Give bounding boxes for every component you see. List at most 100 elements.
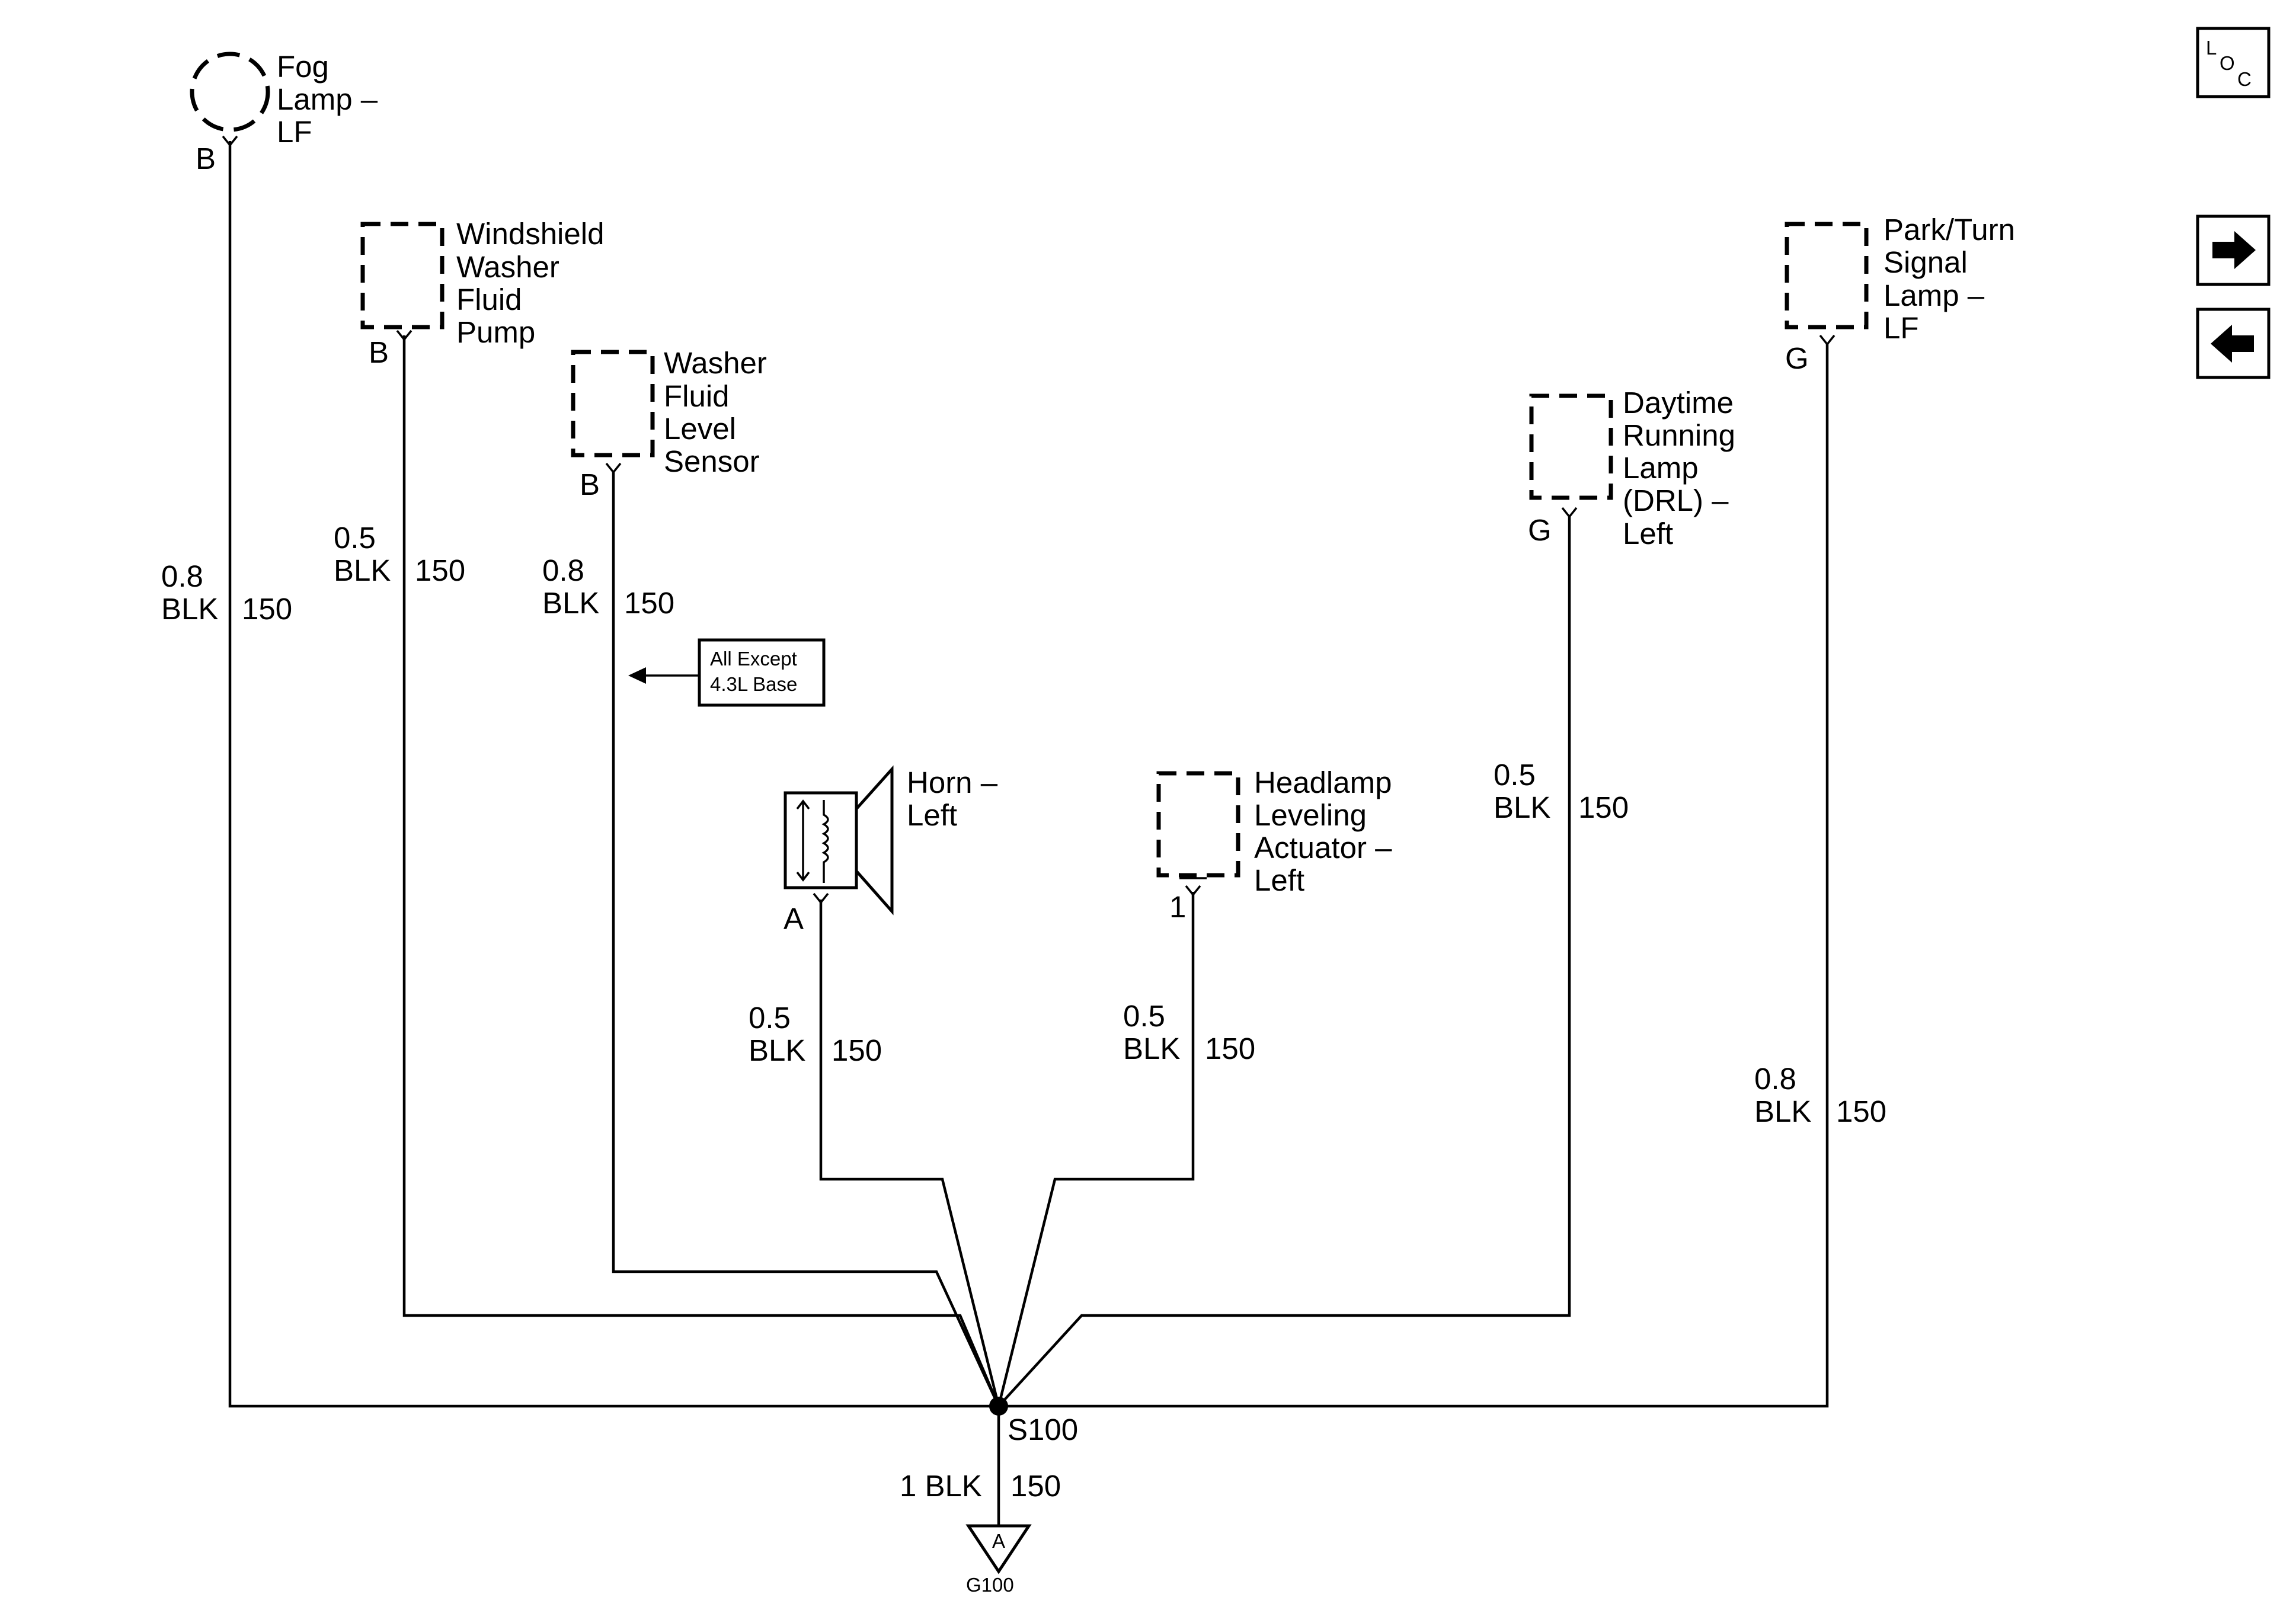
svg-text:0.5: 0.5 [749,1001,791,1035]
svg-text:150: 150 [832,1033,882,1067]
svg-text:0.8: 0.8 [161,559,203,593]
svg-text:BLK: BLK [749,1033,805,1067]
horn-label-1: Horn – [907,766,998,799]
washer-pump-pin: B [369,335,389,369]
washer-sensor: B Washer Fluid Level Sensor [571,346,767,501]
headlamp-actuator-label-3: Actuator – [1254,831,1392,865]
loc-button[interactable]: L O C [2196,27,2271,98]
washer-pump-label-4: Pump [456,315,535,349]
wire-fog-lamp [228,141,999,1408]
svg-text:BLK: BLK [161,592,218,626]
wire-park-turn-lamp [999,344,1829,1408]
connector-icon [813,892,829,904]
washer-pump-label-2: Washer [456,250,559,284]
option-note-box [698,638,826,707]
loc-letter-c: C [2237,68,2252,90]
drl-lamp-pin: G [1528,513,1552,547]
svg-text:BLK: BLK [1494,790,1550,824]
option-note-line-2: 4.3L Base [710,673,797,695]
splice-label: S100 [1008,1413,1078,1446]
wire-label-drl-lamp: 0.5 BLK 150 [1494,758,1629,824]
wire-label-park-turn-lamp: 0.8 BLK 150 [1754,1062,1886,1128]
park-turn-lamp-label-4: LF [1884,311,1919,345]
svg-text:150: 150 [1836,1094,1886,1128]
svg-text:0.5: 0.5 [1494,758,1536,792]
svg-text:150: 150 [1205,1032,1255,1065]
svg-text:BLK: BLK [1754,1094,1811,1128]
ground-name: G100 [966,1574,1014,1596]
wire-washer-pump [402,335,1000,1407]
ground-wire-circuit: 150 [1011,1469,1061,1503]
connector-icon [222,135,238,147]
svg-text:0.8: 0.8 [542,553,584,587]
loc-letter-l: L [2206,37,2217,59]
park-turn-lamp-pin: G [1785,341,1809,375]
horn-coil-icon [821,800,829,883]
loc-letter-o: O [2220,52,2235,74]
headlamp-actuator-label-1: Headlamp [1254,766,1392,799]
fog-lamp-pin: B [196,142,216,175]
park-turn-lamp-box [1785,222,1869,329]
connector-icon [1819,334,1835,346]
washer-sensor-label-3: Level [664,412,736,446]
wire-label-washer-sensor: 0.8 BLK 150 [542,553,674,620]
svg-text:0.5: 0.5 [334,521,376,555]
horn-label-2: Left [907,798,957,832]
wire-label-horn: 0.5 BLK 150 [749,1001,882,1067]
horn: A Horn – Left [784,765,998,936]
wire-headlamp-actuator [997,892,1195,1407]
park-turn-lamp-label-3: Lamp – [1884,279,1985,312]
splice-dot [989,1397,1008,1416]
wire-harness [228,141,1829,1526]
drl-lamp-box [1529,393,1613,500]
previous-page-button[interactable] [2196,308,2271,379]
svg-text:150: 150 [415,553,465,587]
washer-sensor-label-4: Sensor [664,444,760,478]
washer-pump-label-3: Fluid [456,283,522,316]
ground-symbol: A G100 [965,1524,1032,1596]
washer-sensor-label-2: Fluid [664,379,730,413]
connector-icon [605,462,622,474]
svg-text:150: 150 [624,586,674,620]
washer-pump: B Windshield Washer Fluid Pump [360,217,604,369]
horn-body [784,791,858,889]
svg-text:0.5: 0.5 [1123,999,1165,1033]
ground-pin: A [992,1530,1005,1552]
headlamp-actuator: 1 Headlamp Leveling Actuator – Left [1156,766,1392,924]
drl-lamp-label-4: (DRL) – [1623,484,1729,517]
left-arrow-icon [2211,325,2254,363]
option-note-line-1: All Except [710,648,797,670]
wire-drl-lamp [997,516,1571,1407]
svg-text:150: 150 [1578,790,1629,824]
park-turn-lamp-label-2: Signal [1884,245,1968,279]
drl-lamp-label-1: Daytime [1623,386,1734,420]
connector-icon [1561,507,1578,518]
headlamp-actuator-label-2: Leveling [1254,798,1367,832]
drl-lamp-label-5: Left [1623,517,1673,550]
horn-pin: A [784,902,804,936]
fog-lamp-label-2: Lamp – [277,82,378,116]
fog-lamp: B Fog Lamp – LF [190,50,378,175]
washer-sensor-label-1: Washer [664,346,767,380]
wire-horn [819,900,1000,1407]
washer-sensor-box [571,350,655,457]
park-turn-lamp: G Park/Turn Signal Lamp – LF [1785,213,2015,375]
svg-text:0.8: 0.8 [1754,1062,1796,1096]
connector-icon [1185,885,1201,897]
fog-lamp-icon [190,52,270,132]
next-page-button[interactable] [2196,215,2271,286]
ground-wire-label: 1 BLK [900,1469,982,1503]
headlamp-actuator-pin: 1 [1169,890,1186,924]
option-note: All Except 4.3L Base [628,638,826,707]
svg-text:150: 150 [242,592,292,626]
right-arrow-icon [2212,231,2256,269]
drl-lamp-label-2: Running [1623,418,1735,452]
svg-text:BLK: BLK [334,553,391,587]
headlamp-actuator-box [1156,771,1240,878]
connector-icon [396,329,412,341]
washer-sensor-pin: B [580,468,600,501]
wire-label-headlamp-actuator: 0.5 BLK 150 [1123,999,1255,1065]
wire-washer-sensor [612,471,1000,1407]
washer-pump-label-1: Windshield [456,217,604,251]
